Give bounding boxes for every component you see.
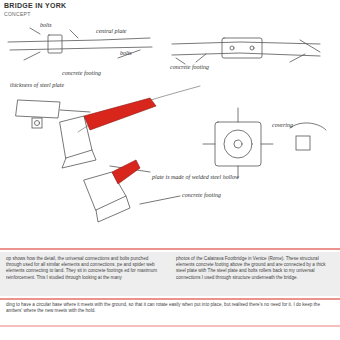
sketch-note: concrete footing: [170, 64, 230, 71]
sketch-note: concrete footing: [182, 192, 221, 199]
paragraph: op shows how the detail, the universal c…: [6, 256, 164, 281]
sketch-note: plate is made of welded steel hollow: [152, 174, 252, 181]
sketch-note: thickness of steel plate: [10, 82, 70, 89]
sketch-note: bolts: [120, 50, 132, 57]
paragraph: ding to have a circular base where it me…: [6, 302, 334, 314]
sketch-note: covering: [272, 122, 293, 129]
sketch-note: concrete footing: [62, 70, 101, 77]
sketch-note: bolts: [40, 22, 52, 29]
page-title: BRIDGE IN YORK: [4, 2, 66, 10]
page-subtitle: CONCEPT: [4, 11, 31, 17]
sketch-note: central plate: [96, 28, 127, 35]
paragraph: photos of the Calatrava Footbridge in Ve…: [176, 256, 334, 281]
